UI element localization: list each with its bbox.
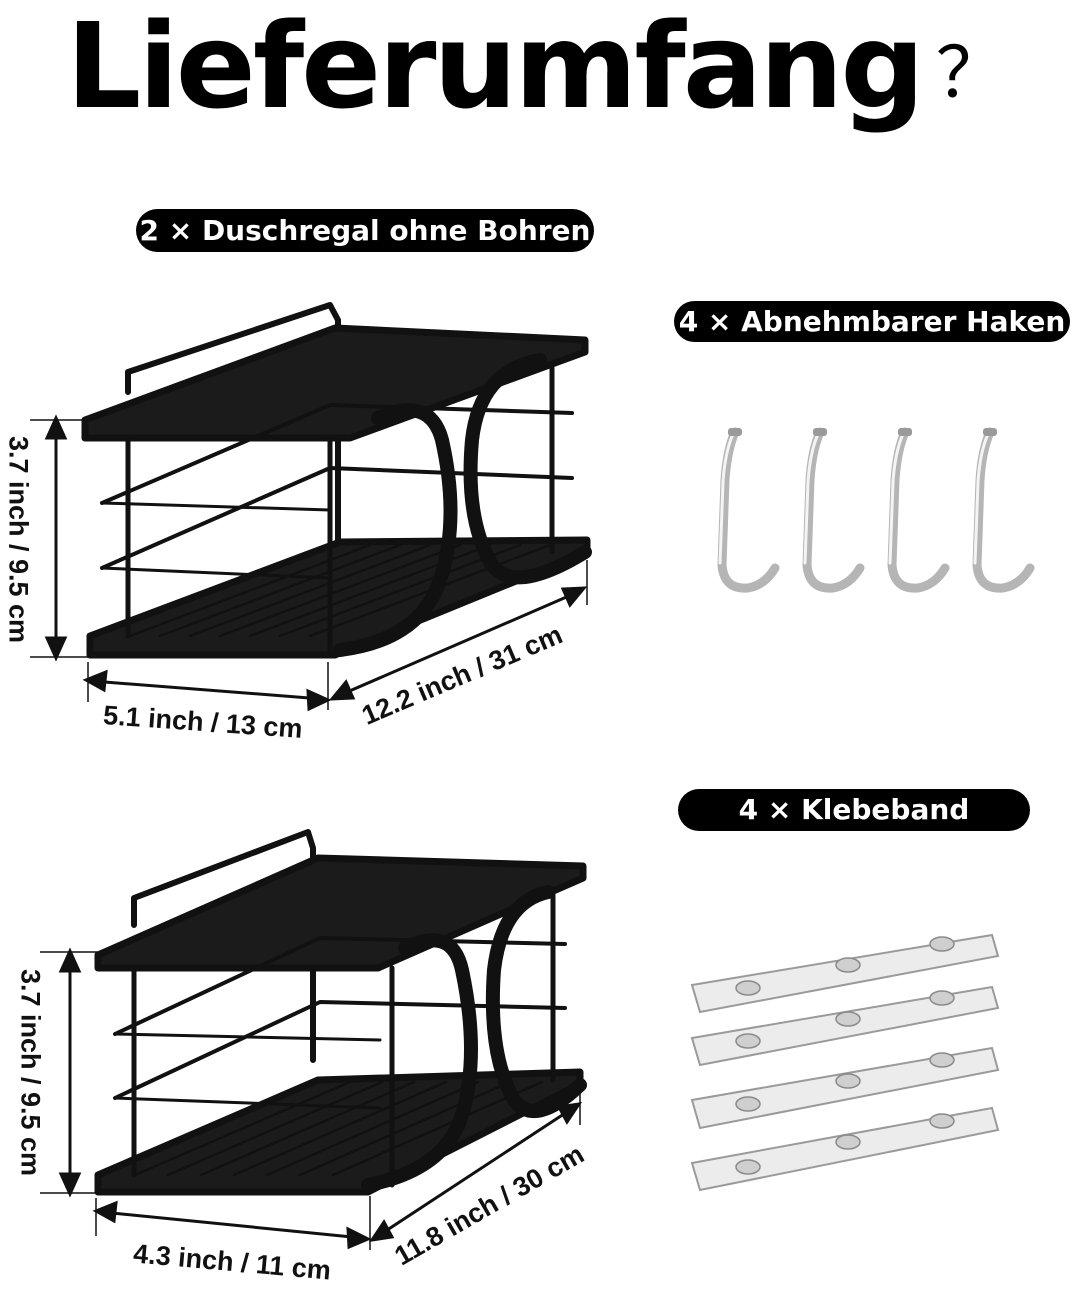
title-text: Lieferumfang: [66, 0, 925, 135]
title-question-mark: ？: [935, 32, 1006, 114]
label-tape: 4 × Klebeband: [678, 789, 1030, 831]
label-hooks: 4 × Abnehmbarer Haken: [674, 301, 1070, 342]
page-title: Lieferumfang？: [0, 0, 1072, 139]
label-shelves: 2 × Duschregal ohne Bohren: [136, 209, 594, 252]
